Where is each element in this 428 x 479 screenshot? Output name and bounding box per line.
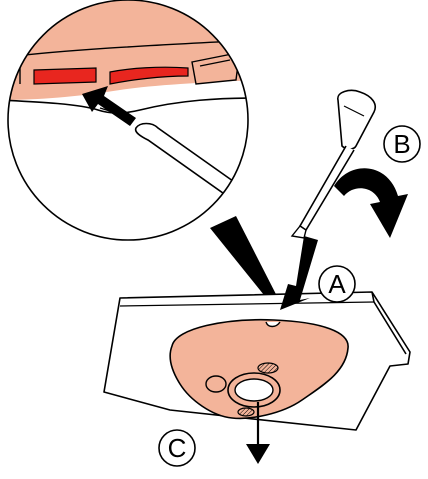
magnifier-circle	[0, 0, 256, 240]
callout-c: C	[159, 430, 195, 466]
screwdriver-icon	[292, 90, 375, 238]
callout-a: A	[319, 266, 355, 302]
callout-b: B	[384, 126, 420, 162]
callout-a-label: A	[328, 269, 346, 299]
rotate-arrow-icon	[334, 168, 408, 238]
callout-b-label: B	[393, 129, 410, 159]
callout-c-label: C	[168, 433, 187, 463]
